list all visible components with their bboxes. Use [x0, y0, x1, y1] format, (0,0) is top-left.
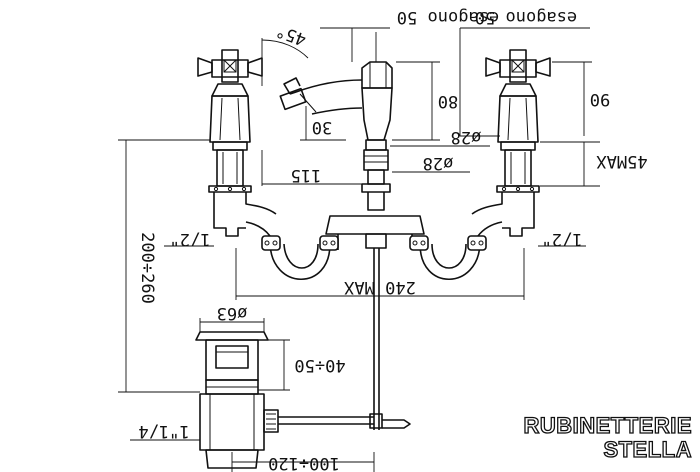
- dim-angle: 45°: [273, 20, 309, 49]
- dim-thread-left: 1/2": [170, 229, 211, 249]
- dim-waste-thread: 1"1/4: [138, 421, 189, 441]
- dim-max-depth: 45MAX: [596, 151, 648, 171]
- dim-spout-offset: 30: [312, 117, 332, 137]
- brand-logo: RUBINETTERIE STELLA: [523, 413, 692, 462]
- dim-diam-lower: ø28: [423, 153, 454, 173]
- right-cross-handle: [485, 49, 551, 83]
- left-valve-body: [208, 83, 277, 237]
- dimension-lines: [118, 27, 600, 472]
- dim-thread-right: 1/2": [542, 229, 583, 249]
- central-spout: [279, 61, 393, 211]
- hose-nut-3: [409, 235, 429, 251]
- dim-waste-range: 100÷120: [268, 453, 340, 472]
- hose-nut-1: [261, 235, 281, 251]
- dim-spread: 240 MAX: [343, 277, 415, 297]
- dim-waste-height: 40÷50: [294, 355, 345, 375]
- brand-line-1: RUBINETTERIE: [523, 413, 692, 438]
- pop-up-waste: [195, 331, 411, 469]
- dim-overall-height: 200÷260: [137, 232, 157, 304]
- dim-waste-diam: ø63: [217, 303, 248, 323]
- left-cross-handle: [197, 49, 263, 83]
- dim-hex-left: esagono 50: [397, 7, 499, 27]
- dim-handle-height: 90: [590, 89, 610, 109]
- dim-spout-height: 80: [438, 91, 458, 111]
- brand-line-2: STELLA: [603, 437, 692, 462]
- connecting-hoses: [261, 215, 487, 430]
- dim-reach: 115: [291, 165, 322, 185]
- dim-diam-upper: ø28: [451, 127, 482, 147]
- hose-nut-2: [319, 235, 339, 251]
- dim-hex-right: esagono 50: [475, 7, 577, 27]
- right-valve-body: [471, 83, 540, 237]
- hose-nut-4: [467, 235, 487, 251]
